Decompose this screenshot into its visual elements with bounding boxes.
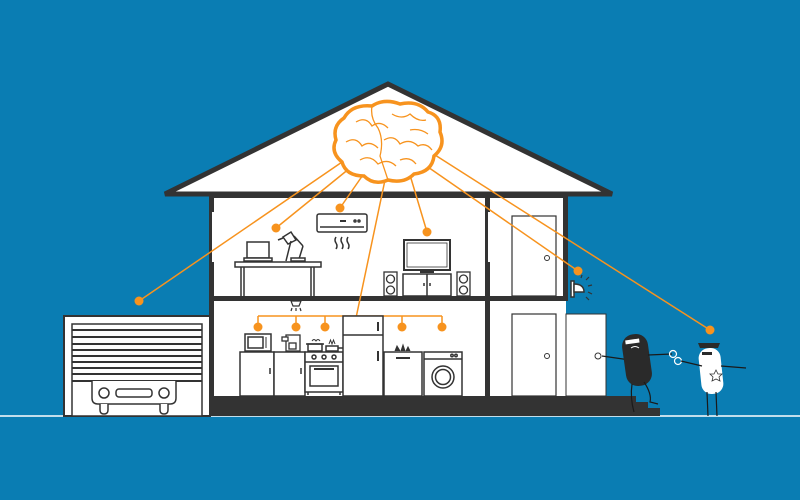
front-door-knob xyxy=(594,352,602,360)
coffee-node xyxy=(291,322,301,332)
smoke-detector-icon xyxy=(290,300,302,312)
stove-node xyxy=(320,322,330,332)
desk-icon xyxy=(234,261,322,296)
police-node xyxy=(705,325,715,335)
tv-node xyxy=(422,227,432,237)
police-officer-icon xyxy=(680,343,747,417)
desk-lamp-icon xyxy=(277,230,306,262)
dishwasher-node xyxy=(397,322,407,332)
stove-icon xyxy=(304,338,344,395)
garage-icon xyxy=(63,315,211,417)
microwave-icon xyxy=(244,333,272,352)
washing-machine-icon xyxy=(423,351,463,397)
washer-node xyxy=(437,322,447,332)
microwave-node xyxy=(253,322,263,332)
fridge-icon xyxy=(342,315,384,397)
alarm-node xyxy=(573,266,583,276)
laptop-icon xyxy=(243,241,273,262)
brain-icon xyxy=(332,99,444,184)
downstairs-door xyxy=(511,313,557,397)
car-icon xyxy=(91,381,177,415)
coffee-maker-icon xyxy=(281,334,301,352)
burglar-icon xyxy=(601,333,683,413)
kitchen-cabinets xyxy=(239,351,306,397)
entrance-stairs xyxy=(600,396,660,416)
alarm-siren-icon xyxy=(570,274,593,301)
garage-node xyxy=(134,296,144,306)
speaker-icon xyxy=(383,271,471,297)
dishwasher-icon xyxy=(383,343,423,397)
lamp-node xyxy=(271,223,281,233)
upstairs-door xyxy=(511,215,557,297)
ac-node xyxy=(335,203,345,213)
tv-icon xyxy=(402,239,452,297)
connection-lines xyxy=(138,154,711,331)
air-conditioner-icon xyxy=(316,213,368,250)
